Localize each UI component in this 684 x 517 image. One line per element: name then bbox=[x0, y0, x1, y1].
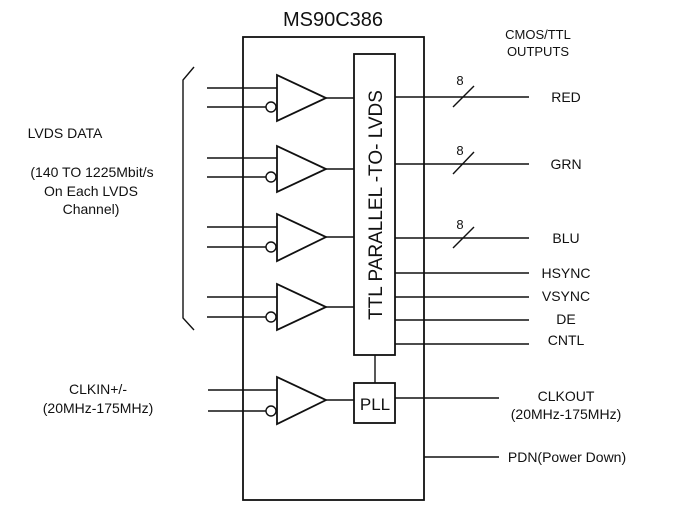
clkin-range: (20MHz-175MHz) bbox=[43, 400, 153, 416]
lvds-buffer-4 bbox=[207, 282, 354, 332]
inverter-bubble-icon bbox=[265, 101, 277, 113]
output-red: 8 RED bbox=[395, 73, 581, 108]
output-grn: 8 GRN bbox=[395, 143, 582, 175]
clkin-label: CLKIN+/- bbox=[69, 381, 127, 397]
clkout-range: (20MHz-175MHz) bbox=[511, 406, 621, 422]
pdn-label: PDN(Power Down) bbox=[508, 449, 626, 465]
lvds-buffer-2 bbox=[207, 144, 354, 194]
bus-slash-icon bbox=[452, 85, 475, 108]
bus-width-label: 8 bbox=[456, 217, 463, 232]
converter-label: TTL PARALLEL -TO- LVDS bbox=[366, 90, 387, 320]
output-cntl: CNTL bbox=[395, 332, 584, 348]
buffer-triangle-icon bbox=[276, 282, 329, 332]
buffer-triangle-icon bbox=[276, 73, 329, 123]
buffer-triangle-icon bbox=[276, 212, 329, 263]
inverter-bubble-icon bbox=[265, 311, 277, 323]
pll-block bbox=[353, 382, 396, 424]
bus-slash-icon bbox=[452, 226, 475, 249]
output-label: RED bbox=[551, 89, 581, 105]
input-pdn: PDN(Power Down) bbox=[424, 449, 626, 465]
output-label: DE bbox=[556, 311, 575, 327]
outputs-header-line2: OUTPUTS bbox=[507, 44, 569, 59]
bus-width-label: 8 bbox=[456, 143, 463, 158]
inverter-bubble-icon bbox=[265, 171, 277, 183]
output-hsync: HSYNC bbox=[395, 265, 591, 281]
output-label: BLU bbox=[552, 230, 579, 246]
output-blu: 8 BLU bbox=[395, 217, 580, 249]
output-vsync: VSYNC bbox=[395, 288, 590, 304]
chip-title: MS90C386 bbox=[283, 9, 383, 31]
lvds-rate-line3: Channel) bbox=[63, 201, 120, 217]
output-label: VSYNC bbox=[542, 288, 590, 304]
output-label: HSYNC bbox=[541, 265, 590, 281]
bus-slash-icon bbox=[452, 151, 475, 175]
lvds-data-label: LVDS DATA bbox=[28, 125, 103, 141]
ttl-parallel-to-lvds-block bbox=[353, 53, 396, 356]
buffer-triangle-icon bbox=[276, 375, 329, 426]
lvds-bracket bbox=[182, 66, 195, 331]
bus-width-label: 8 bbox=[456, 73, 463, 88]
inverter-bubble-icon bbox=[265, 241, 277, 253]
clkin-buffer bbox=[208, 375, 354, 426]
lvds-rate-line1: (140 TO 1225Mbit/s bbox=[30, 164, 153, 180]
chip-outline bbox=[242, 36, 425, 501]
outputs-header-line1: CMOS/TTL bbox=[505, 27, 571, 42]
output-label: CNTL bbox=[548, 332, 585, 348]
inverter-bubble-icon bbox=[265, 405, 277, 417]
pll-label: PLL bbox=[360, 395, 390, 414]
output-clkout: CLKOUT (20MHz-175MHz) bbox=[395, 388, 621, 422]
lvds-buffer-1 bbox=[207, 73, 354, 123]
output-de: DE bbox=[395, 311, 576, 327]
output-label: GRN bbox=[550, 156, 581, 172]
buffer-triangle-icon bbox=[276, 144, 329, 194]
lvds-buffer-3 bbox=[207, 212, 354, 263]
clkout-label: CLKOUT bbox=[538, 388, 595, 404]
lvds-rate-line2: On Each LVDS bbox=[44, 183, 138, 199]
